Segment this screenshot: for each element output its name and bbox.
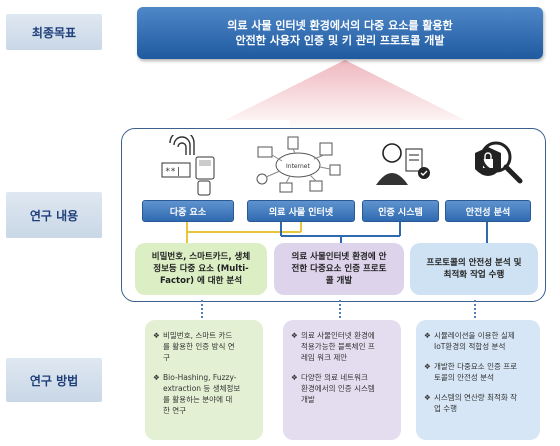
- method-line: 레임 워크 제안: [301, 353, 348, 362]
- upward-arrow: [225, 60, 465, 132]
- iot-network-icon: Internet: [256, 136, 341, 193]
- method-line: 토콜의 안전성 분석: [434, 373, 494, 382]
- method-box-2: ❖ 의료 사물인터넷 환경에 적용가능한 블록체인 프 레임 워크 제안 ❖ 다…: [283, 320, 401, 440]
- fingerprint-keypad-icon: **|: [161, 135, 215, 196]
- category-medical-iot: 의료 사물 인터넷: [247, 200, 355, 222]
- method-item: ❖ 시스템의 연산량 최적화 작 업 수행: [424, 392, 532, 414]
- category-security-analysis: 안전성 분석: [445, 200, 531, 222]
- method-line: 적용가능한 블록체인 프: [301, 342, 375, 351]
- content-pill-analysis: 프로토콜의 안전성 분석 및 최적화 작업 수행: [410, 243, 538, 295]
- method-line: 를 활용하는 분야에 대: [163, 395, 233, 404]
- method-item: ❖ 시뮬레이션을 이용한 실제 IoT환경의 적합성 분석: [424, 330, 532, 352]
- category-multi-factor: 다중 요소: [142, 200, 234, 222]
- method-line: 업 수행: [434, 404, 458, 413]
- method-line: extraction 등 생체정보: [163, 384, 241, 393]
- bullet-icon: ❖: [291, 331, 298, 340]
- method-item: ❖ 비밀번호, 스마트 카드 를 활용한 인증 방식 연 구: [153, 330, 255, 363]
- method-item: ❖ 의료 사물인터넷 환경에 적용가능한 블록체인 프 레임 워크 제안: [291, 330, 393, 363]
- method-line: 개발: [301, 395, 315, 404]
- label-research-method: 연구 방법: [6, 358, 102, 402]
- dotted-connector: [339, 300, 341, 322]
- method-line: 다양한 의료 네트워크: [301, 373, 368, 382]
- method-box-3: ❖ 시뮬레이션을 이용한 실제 IoT환경의 적합성 분석 ❖ 개발한 다중요소…: [416, 320, 540, 440]
- method-item: ❖ Bio-Hashing, Fuzzy- extraction 등 생체정보 …: [153, 372, 255, 416]
- method-line: 의료 사물인터넷 환경에: [301, 331, 375, 340]
- pill-line: 의료 사물인터넷 환경에 안: [291, 252, 387, 262]
- method-line: 시스템의 연산량 최적화 작: [434, 393, 518, 402]
- method-line: 개발한 다중요소 인증 프로: [434, 362, 518, 371]
- label-research-content: 연구 내용: [6, 192, 102, 238]
- pill-line: 프로토콜의 안전성 분석 및: [426, 258, 522, 268]
- method-line: Bio-Hashing, Fuzzy-: [163, 373, 237, 382]
- connector-lines: [186, 222, 488, 243]
- label-final-goal: 최종목표: [6, 14, 102, 50]
- bullet-icon: ❖: [153, 373, 160, 382]
- method-line: 구: [163, 353, 170, 362]
- method-line: 비밀번호, 스마트 카드: [163, 331, 233, 340]
- goal-line-2: 안전한 사용자 인증 및 키 관리 프로토콜 개발: [235, 34, 445, 47]
- method-box-1: ❖ 비밀번호, 스마트 카드 를 활용한 인증 방식 연 구 ❖ Bio-Has…: [145, 320, 263, 440]
- pill-line: 비밀번호, 스마트카드, 생체: [151, 252, 251, 262]
- bullet-icon: ❖: [424, 362, 431, 371]
- method-line: 환경에서의 인증 시스템: [301, 384, 375, 393]
- dotted-connector: [201, 300, 203, 322]
- method-line: 를 활용한 인증 방식 연: [163, 342, 235, 351]
- method-line: 시뮬레이션을 이용한 실제: [434, 331, 515, 340]
- method-line: IoT환경의 적합성 분석: [434, 342, 506, 351]
- pill-line: 정보등 다중 요소 (Multi-: [153, 264, 249, 274]
- content-pill-protocol: 의료 사물인터넷 환경에 안 전한 다중요소 인증 프로토 콜 개발: [274, 243, 404, 295]
- bullet-icon: ❖: [424, 331, 431, 340]
- user-certificate-icon: [376, 143, 430, 185]
- method-item: ❖ 다양한 의료 네트워크 환경에서의 인증 시스템 개발: [291, 372, 393, 405]
- method-item: ❖ 개발한 다중요소 인증 프로 토콜의 안전성 분석: [424, 361, 532, 383]
- goal-line-1: 의료 사물 인터넷 환경에서의 다중 요소를 활용한: [227, 19, 453, 32]
- pill-line: 전한 다중요소 인증 프로토: [291, 264, 387, 274]
- pill-line: 최적화 작업 수행: [443, 270, 505, 280]
- pill-line: 콜 개발: [325, 276, 353, 286]
- category-auth-system: 인증 시스템: [362, 200, 439, 222]
- content-pill-multi-factor: 비밀번호, 스마트카드, 생체 정보등 다중 요소 (Multi- Factor…: [135, 243, 267, 295]
- bullet-icon: ❖: [291, 373, 298, 382]
- icon-row: **| Internet: [161, 135, 523, 196]
- security-lock-search-icon: [475, 141, 523, 184]
- dotted-connector: [474, 300, 476, 322]
- pill-line: Factor) 에 대한 분석: [159, 276, 243, 286]
- method-line: 한 연구: [163, 406, 187, 415]
- bullet-icon: ❖: [424, 393, 431, 402]
- bullet-icon: ❖: [153, 331, 160, 340]
- final-goal-box: 의료 사물 인터넷 환경에서의 다중 요소를 활용한 안전한 사용자 인증 및 …: [137, 7, 543, 59]
- svg-text:**|: **|: [165, 167, 181, 177]
- svg-text:Internet: Internet: [286, 163, 310, 170]
